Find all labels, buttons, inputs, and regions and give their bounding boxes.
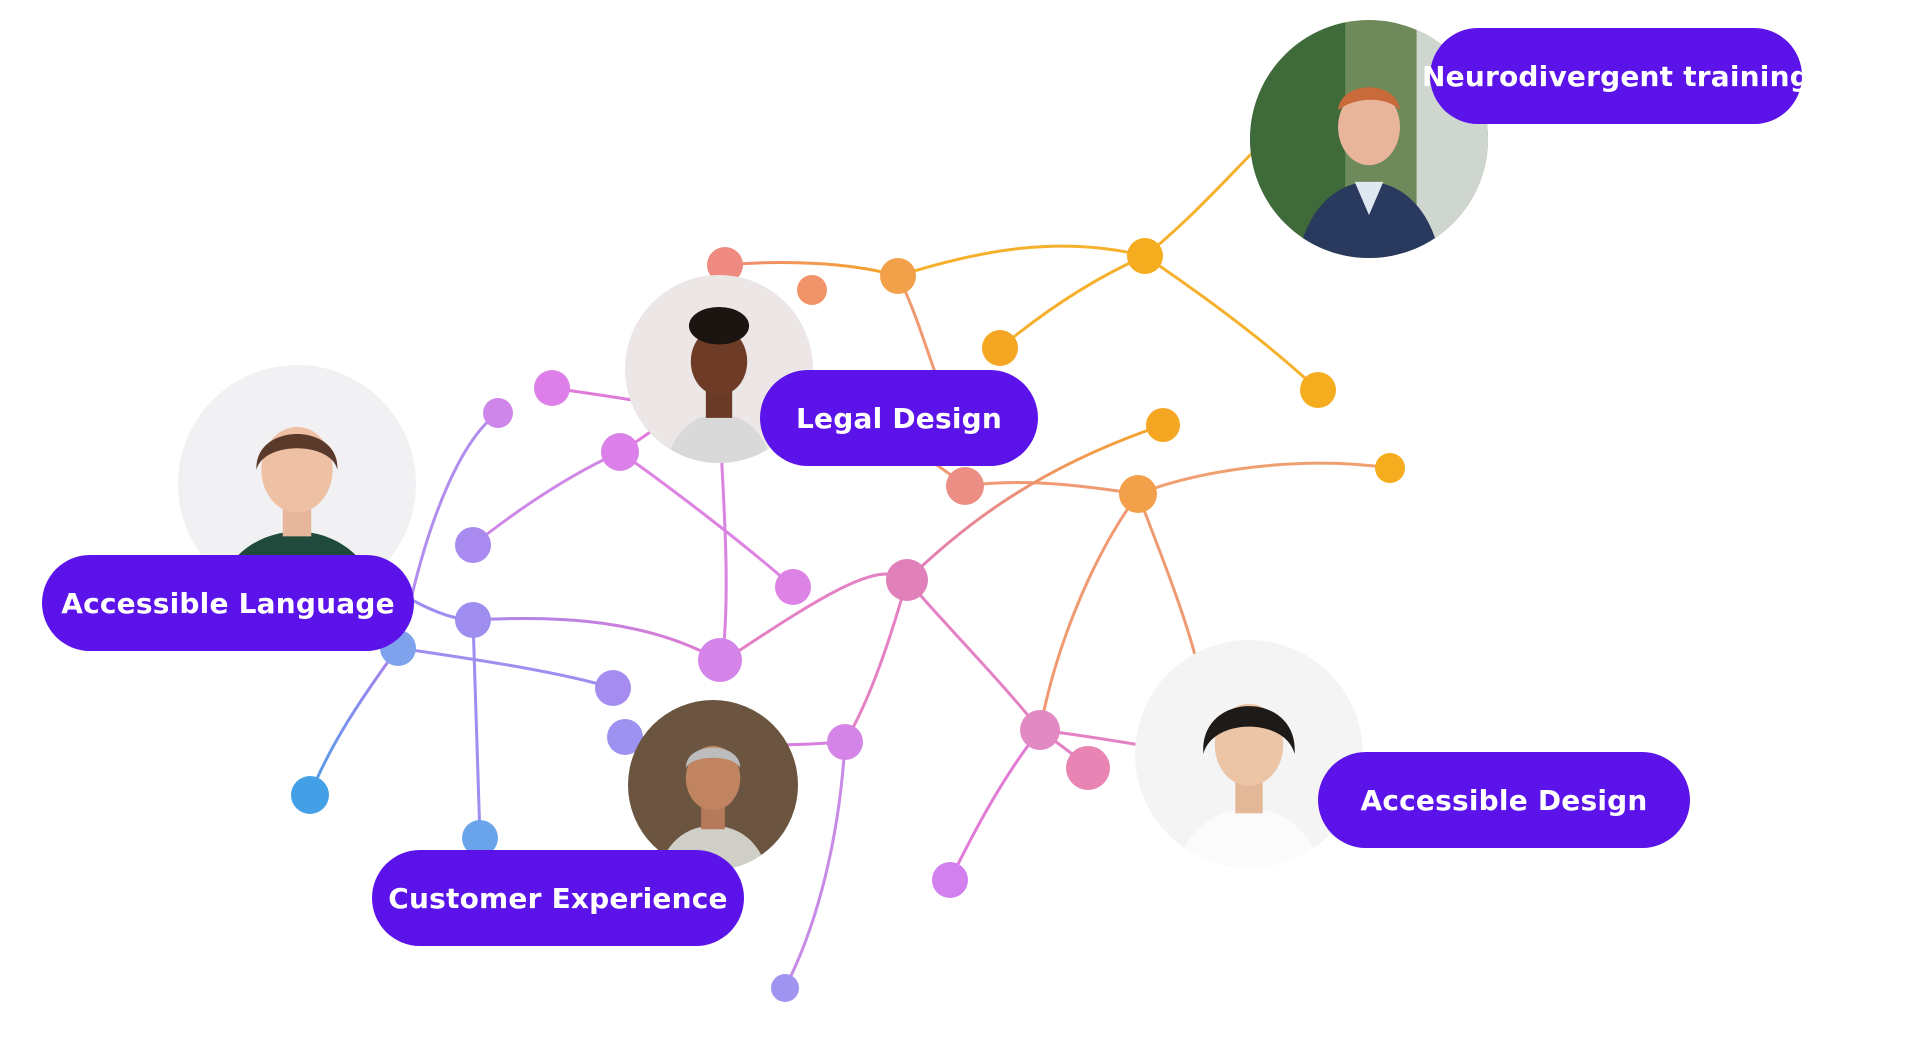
edge	[412, 413, 498, 595]
node	[946, 467, 984, 505]
node	[1066, 746, 1110, 790]
label-customer-experience[interactable]: Customer Experience	[372, 850, 744, 946]
edge	[965, 482, 1138, 494]
node	[1119, 475, 1157, 513]
node	[982, 330, 1018, 366]
node	[595, 670, 631, 706]
edge	[1000, 256, 1145, 348]
edge	[473, 620, 480, 838]
node	[775, 569, 811, 605]
node	[455, 602, 491, 638]
edge	[473, 452, 620, 545]
edge	[310, 648, 398, 795]
node	[483, 398, 513, 428]
edge	[1145, 145, 1260, 256]
person-photo-icon	[1135, 640, 1363, 868]
edge	[398, 648, 613, 688]
node	[827, 724, 863, 760]
edge	[720, 430, 726, 662]
edge	[1138, 463, 1390, 494]
edge	[1040, 494, 1138, 730]
edge	[950, 730, 1040, 880]
edge	[1138, 494, 1195, 655]
node	[797, 275, 827, 305]
node	[601, 433, 639, 471]
label-legal-design[interactable]: Legal Design	[760, 370, 1038, 466]
node	[455, 527, 491, 563]
avatar-accessible-design	[1135, 640, 1363, 868]
edge	[725, 263, 898, 276]
node	[1127, 238, 1163, 274]
avatar-customer-experience	[628, 700, 798, 870]
node	[1375, 453, 1405, 483]
node	[534, 370, 570, 406]
edge	[1145, 256, 1318, 390]
label-neurodivergent-training[interactable]: Neurodivergent training	[1430, 28, 1802, 124]
edge	[845, 580, 907, 742]
node	[1020, 710, 1060, 750]
node	[1146, 408, 1180, 442]
node	[880, 258, 916, 294]
node	[771, 974, 799, 1002]
edge	[907, 580, 1040, 730]
node	[932, 862, 968, 898]
person-photo-icon	[628, 700, 798, 870]
node	[1300, 372, 1336, 408]
label-accessible-language[interactable]: Accessible Language	[42, 555, 414, 651]
edge	[722, 574, 907, 662]
edge	[620, 452, 793, 587]
node	[291, 776, 329, 814]
node	[698, 638, 742, 682]
label-accessible-design[interactable]: Accessible Design	[1318, 752, 1690, 848]
node	[886, 559, 928, 601]
edge	[898, 246, 1145, 276]
edge	[473, 618, 722, 662]
